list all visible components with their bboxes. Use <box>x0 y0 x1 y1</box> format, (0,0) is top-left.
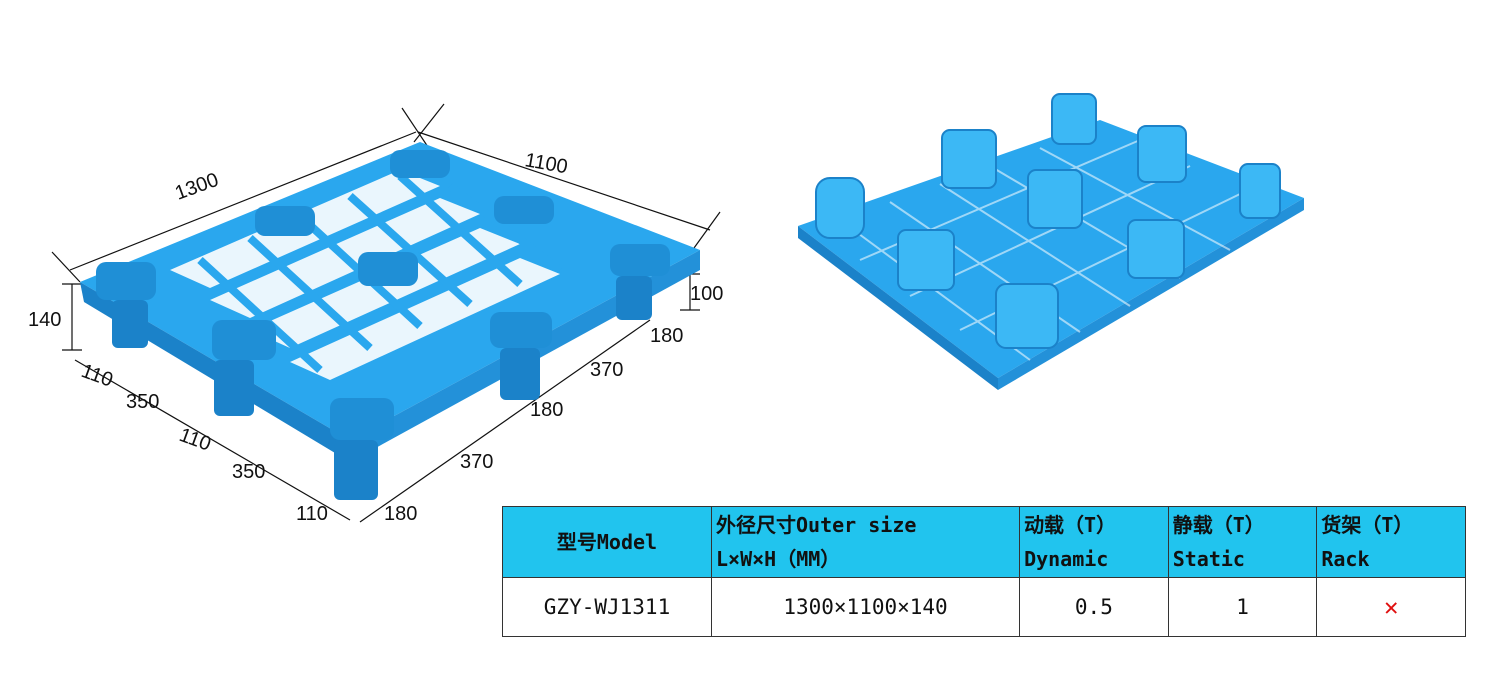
header-dynamic: 动载（T） Dynamic <box>1019 506 1169 578</box>
spec-table: 型号Model 外径尺寸Outer size L×W×H（MM） 动载（T） D… <box>502 506 1466 637</box>
header-static: 静载（T） Static <box>1167 506 1318 578</box>
spec-table-header-row: 型号Model 外径尺寸Outer size L×W×H（MM） 动载（T） D… <box>502 506 1466 578</box>
dim-length: 1300 <box>172 169 221 205</box>
dim-span-2: 350 <box>232 461 265 483</box>
header-size-line1: 外径尺寸Outer size <box>716 513 917 537</box>
dimension-lines <box>51 103 721 523</box>
header-static-line1: 静载（T） <box>1172 513 1265 537</box>
header-model: 型号Model <box>502 506 712 578</box>
dim-end-b-1: 180 <box>650 325 683 347</box>
cross-icon: ✕ <box>1383 593 1399 621</box>
dim-height: 140 <box>28 309 61 331</box>
pallet-underside-photo <box>798 93 1304 390</box>
dim-end-3: 110 <box>296 503 328 525</box>
header-dynamic-line2: Dynamic <box>1024 547 1109 571</box>
header-dynamic-line1: 动载（T） <box>1024 513 1117 537</box>
header-size: 外径尺寸Outer size L×W×H（MM） <box>710 506 1021 578</box>
pallet-dimension-drawing: 1300 1100 140 100 110 350 110 350 110 18… <box>28 103 723 525</box>
header-size-line2: L×W×H（MM） <box>716 547 841 571</box>
cell-static: 1 <box>1167 577 1318 637</box>
pallet-body <box>80 142 700 500</box>
cell-model: GZY-WJ1311 <box>502 577 712 637</box>
dim-end-1: 110 <box>78 360 115 392</box>
table-row: GZY-WJ1311 1300×1100×140 0.5 1 ✕ <box>502 577 1466 637</box>
header-rack-line1: 货架（T） <box>1321 513 1414 537</box>
cell-rack: ✕ <box>1316 577 1466 637</box>
dim-end-2: 110 <box>176 424 213 456</box>
dim-width: 1100 <box>523 149 569 178</box>
dim-span-1: 350 <box>126 391 159 413</box>
header-static-line2: Static <box>1172 547 1245 571</box>
dim-span-b-1: 370 <box>590 359 623 381</box>
dim-end-b-2: 180 <box>530 399 563 421</box>
dim-end-b-3: 180 <box>384 503 417 525</box>
cell-dynamic: 0.5 <box>1019 577 1169 637</box>
header-rack: 货架（T） Rack <box>1316 506 1466 578</box>
cell-size: 1300×1100×140 <box>710 577 1021 637</box>
dim-span-b-2: 370 <box>460 451 493 473</box>
header-rack-line2: Rack <box>1321 547 1370 571</box>
dim-deck-thickness: 100 <box>690 283 723 305</box>
